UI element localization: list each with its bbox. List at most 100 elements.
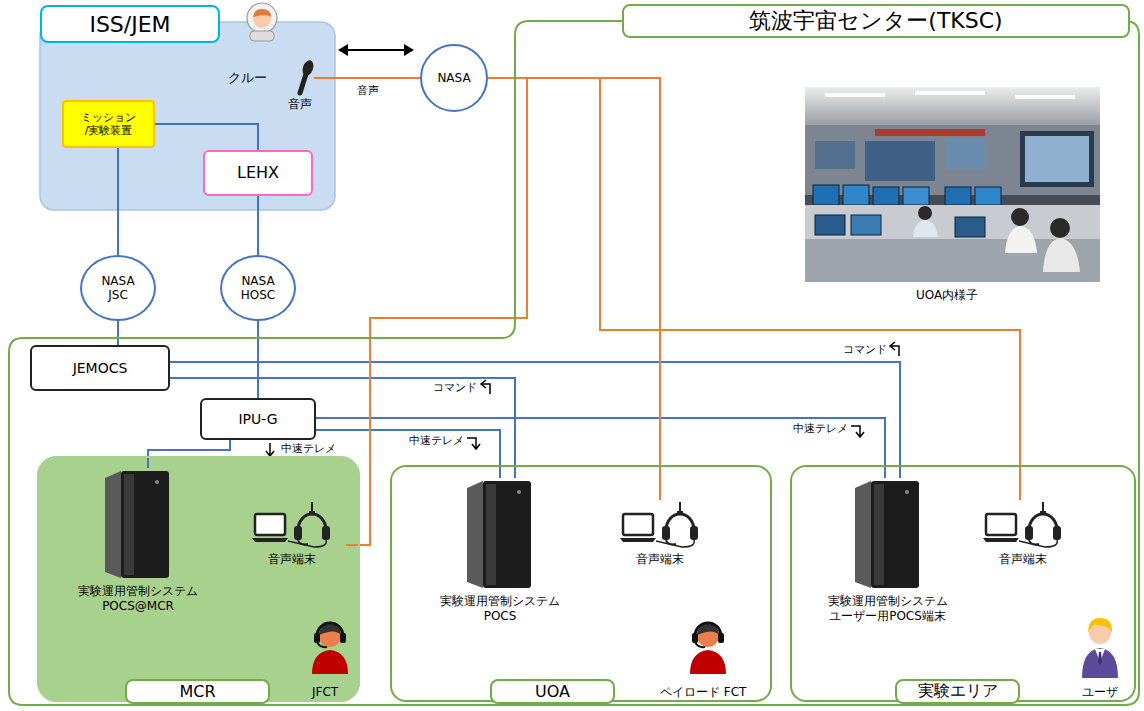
computer-icon [853,478,923,590]
astronaut-icon [247,3,277,41]
crew-group: クルー [222,62,314,94]
suit [250,31,274,41]
console-monitor [843,185,869,205]
data-line [148,440,230,468]
connector-label: 中速テレメ [792,422,849,435]
voice-line [346,78,527,545]
command-arrow [890,342,899,356]
voice-terminal: 音声端末 [975,500,1071,572]
computer-icon [465,478,535,590]
wall-screen [815,141,855,169]
computer-icon [467,481,531,588]
operator-label: ペイロード FCT [660,685,746,699]
helmet [247,3,277,33]
pocs-terminal: 実験運用管制システム POCS [420,478,580,636]
site-border [9,21,1139,705]
node-label: 音声端末 [636,552,684,567]
operator-icon [312,623,348,674]
console-desk [805,205,1100,282]
relay-circle: NASA [420,44,488,112]
wall-screen [945,139,985,169]
system-box: IPU-G [200,398,316,440]
ceiling-light [825,93,885,97]
desk-monitor [815,215,845,235]
area-title: ISS/JEM [40,5,220,43]
voice-terminal: 音声端末 [612,500,708,572]
connector-label: コマンド [842,343,888,356]
site-outline [8,20,1140,706]
arrow-head [338,44,348,56]
node-label: NASA [437,71,470,85]
data-line [316,430,500,478]
telemetry-arrow [266,443,274,456]
console-monitor [903,187,929,205]
area-title: 筑波宇宙センター(TKSC) [622,4,1130,38]
wall-screen [1025,136,1089,182]
console-monitor [975,187,1001,205]
relay-circle: NASA HOSC [220,255,296,321]
node-label: NASA JSC [96,274,140,303]
microphone-icon [300,59,315,93]
pocs-terminal: 実験運用管制システム POCS@MCR [58,468,218,636]
person-body [1043,238,1080,272]
arrow-shaft [346,49,406,51]
person-head [1011,208,1029,226]
photo-caption: UOA内様子 [916,288,978,302]
telemetry-arrow [467,438,480,449]
node-label: クルー [222,70,267,86]
person-head [1050,218,1070,238]
node-label: ミッション /実験装置 [80,111,138,137]
node-label: JEMOCS [73,360,128,377]
connector-label: 中速テレメ [280,442,337,455]
telemetry-arrow [851,426,864,437]
headset-laptop-icon [252,500,332,548]
voice-line [488,78,1020,500]
wall-screen [865,141,935,181]
operator-label: JFCT [312,685,338,699]
area-title: 実験エリア [895,679,1020,704]
data-line [257,321,259,398]
ceiling [805,87,1100,125]
data-line [170,378,515,478]
connector-label: コマンド [432,381,478,394]
voice-terminal: 音声端末 [238,500,346,572]
lehx-box: LEHX [203,150,313,196]
computer-icon [855,481,919,588]
connector-label: 音声 [356,84,380,97]
wall-screen-frame [1020,131,1094,187]
node-label: 実験運用管制システム POCS [435,594,565,624]
area-title: MCR [125,679,270,704]
node-label: IPU-G [238,411,277,428]
voice-line [314,77,420,79]
person-body [1005,226,1037,253]
relay-circle: NASA JSC [80,255,156,321]
wall-banner [875,129,985,136]
mic-head [301,59,316,77]
desk-monitor [851,215,881,235]
node-label: LEHX [237,163,279,182]
system-box: JEMOCS [30,345,170,391]
floor [805,239,1100,282]
photo-ground [805,87,1100,282]
desk-monitor [955,217,985,237]
area-title: UOA [490,679,615,704]
arrow-head [404,44,414,56]
operations-room: UOA 実験運用管制システム POCS 音声端末 [390,465,772,702]
console-monitor [945,187,971,205]
iss-fill [40,22,335,210]
headset-laptop-icon [620,500,700,548]
headset-laptop-icon [983,500,1063,548]
mic-label: 音声 [288,97,312,111]
node-label: 実験運用管制システム ユーザー用POCS端末 [823,594,953,624]
voice-double-arrow [338,44,414,56]
hair [253,9,271,17]
console-monitor [873,187,899,205]
iss-module: ISS/JEMミッション /実験装置LEHXクルー [40,22,335,210]
ceiling-light [1015,95,1075,99]
face [253,10,271,28]
mic-handle [300,74,306,93]
connector-label: 中速テレメ [408,434,465,447]
tksc-site: 筑波宇宙センター(TKSC)JEMOCSIPU-GMCR実験運用管制システム P… [8,20,1140,706]
user-label: ユーザ [1082,685,1118,699]
ceiling-light [915,91,985,95]
